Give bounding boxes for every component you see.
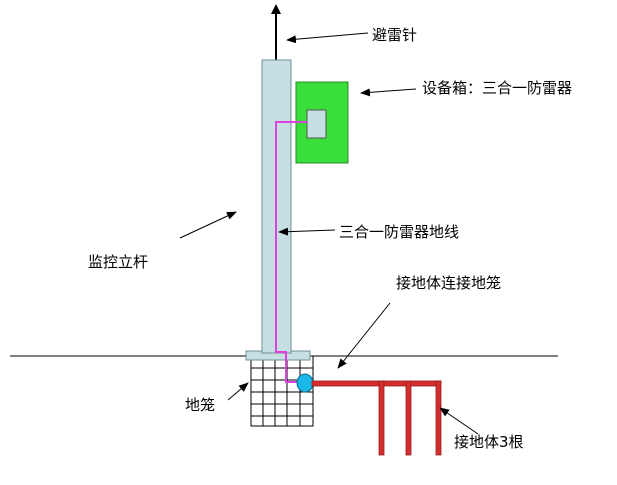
arrow-lightning-rod bbox=[286, 32, 369, 44]
arrow-monitoring-pole bbox=[179, 211, 237, 239]
label-equipment-box: 设备箱：三合一防雷器 bbox=[422, 79, 572, 97]
arrow-surge-ground-wire bbox=[278, 227, 336, 236]
label-ground-body-to-cage: 接地体连接地笼 bbox=[396, 274, 501, 292]
label-ground-cage: 地笼 bbox=[185, 396, 215, 414]
ground-connector bbox=[296, 373, 314, 393]
surge-ground-wire bbox=[275, 121, 307, 383]
arrow-equipment-box bbox=[360, 88, 417, 97]
arrow-ground-body-to-cage bbox=[337, 302, 391, 369]
arrow-ground-cage bbox=[227, 382, 249, 401]
label-surge-ground-wire: 三合一防雷器地线 bbox=[339, 223, 459, 241]
ground-rods bbox=[311, 380, 442, 456]
arrow-ground-rods bbox=[439, 407, 479, 435]
label-monitoring-pole: 监控立杆 bbox=[88, 253, 148, 271]
lightning-rod-tip bbox=[271, 4, 281, 14]
label-lightning-rod: 避雷针 bbox=[372, 26, 417, 44]
label-ground-rods: 接地体3根 bbox=[454, 433, 524, 451]
surge-protector bbox=[306, 109, 327, 139]
